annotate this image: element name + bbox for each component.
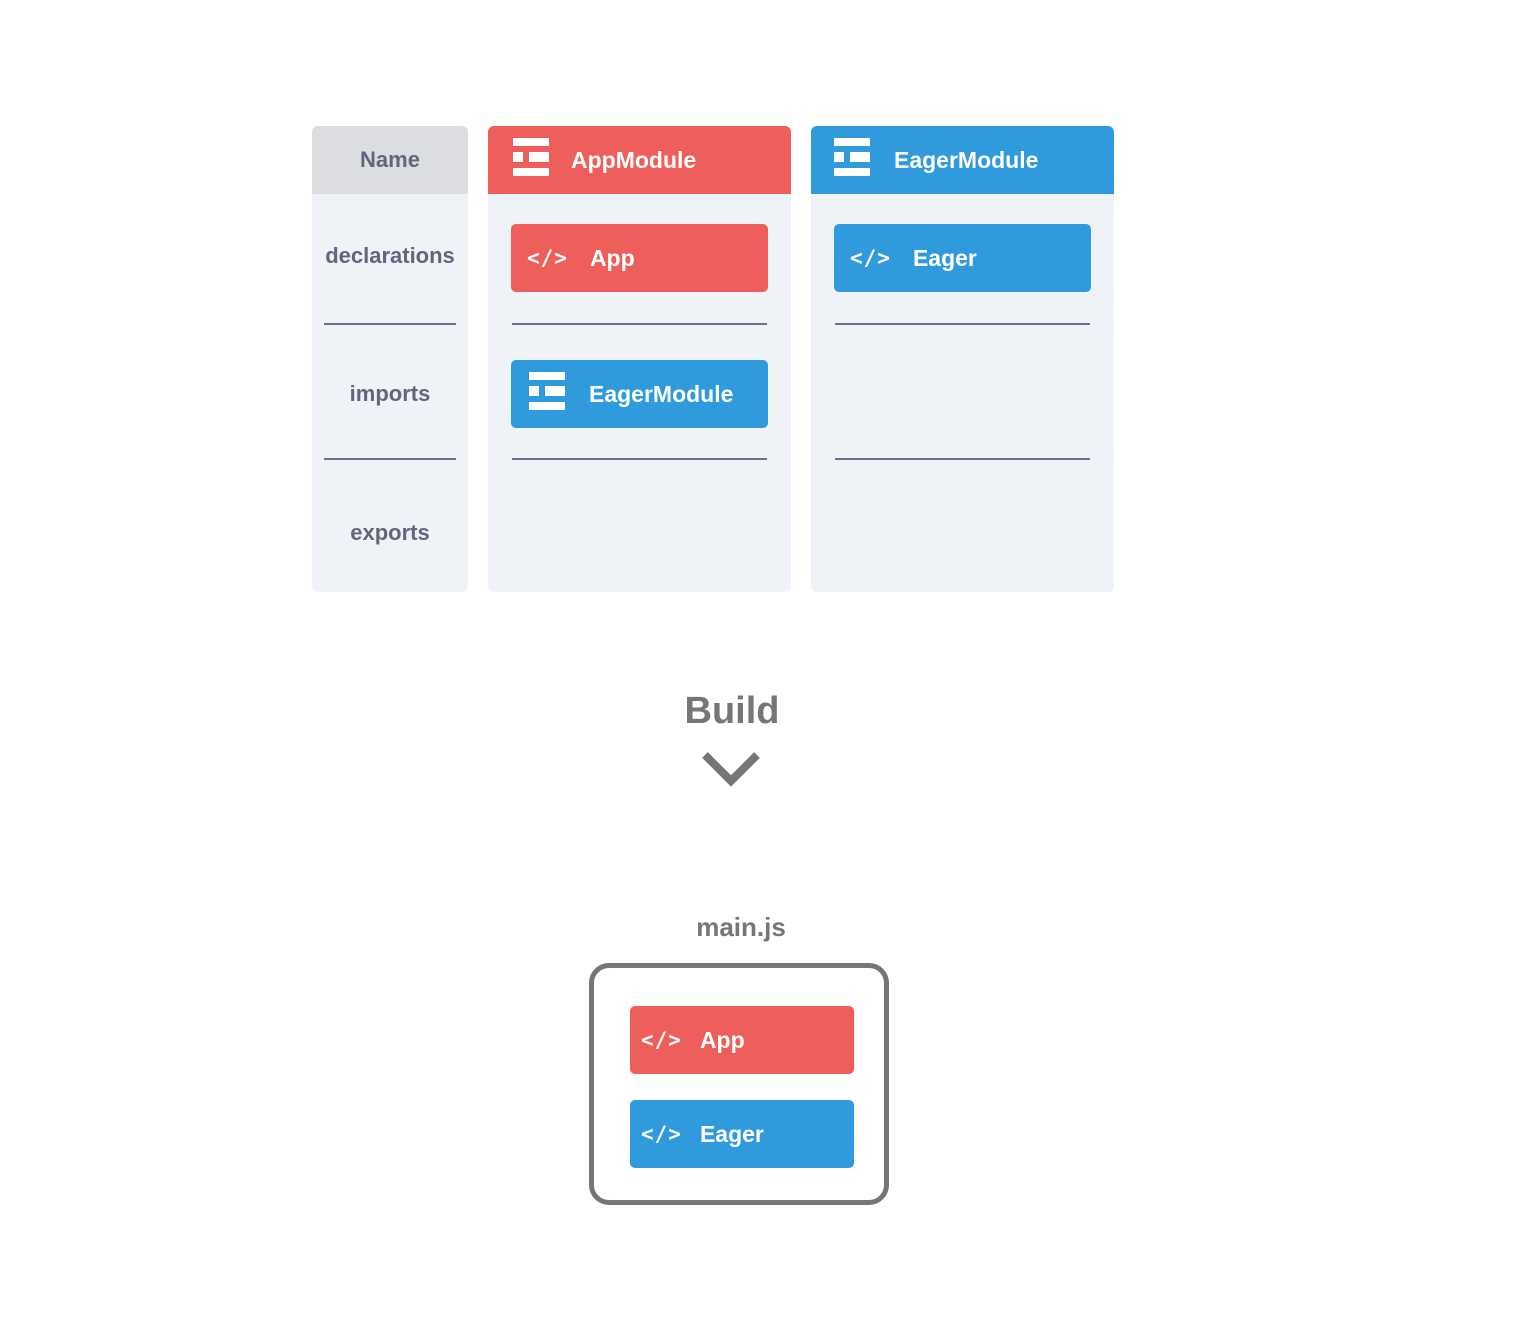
build-label: Build <box>684 690 780 732</box>
module-icon <box>513 138 549 182</box>
module-title: EagerModule <box>894 146 1039 173</box>
chip-label: Eager <box>699 1120 764 1147</box>
imports-label: imports <box>349 381 431 406</box>
chevron-down-icon <box>702 752 760 787</box>
declarations-label: declarations <box>325 243 455 268</box>
row-divider <box>324 323 456 325</box>
row-divider <box>835 458 1090 460</box>
name-header: Name <box>312 126 468 194</box>
import-chip: EagerModule <box>511 360 768 428</box>
row-divider <box>324 458 456 460</box>
row-divider <box>512 458 767 460</box>
module-title: AppModule <box>571 146 697 173</box>
code-icon: </> <box>641 1122 682 1146</box>
chip-label: App <box>589 244 635 271</box>
declaration-chip: </> App <box>511 224 768 292</box>
declaration-chip: </> Eager <box>834 224 1091 292</box>
code-icon: </> <box>850 246 891 270</box>
bundle-item: </> Eager <box>630 1100 854 1168</box>
row-labels-column: Name declarations imports exports <box>312 126 468 592</box>
eager-module-column: EagerModule </> Eager <box>811 126 1114 592</box>
chip-label: App <box>699 1026 745 1053</box>
module-icon <box>834 138 870 182</box>
module-icon <box>529 372 565 416</box>
code-icon: </> <box>641 1028 682 1052</box>
chip-label: Eager <box>912 244 977 271</box>
app-module-column: AppModule </> App EagerModule <box>488 126 791 592</box>
bundle-box: </> App </> Eager <box>589 963 889 1205</box>
app-module-header: AppModule <box>488 126 791 194</box>
exports-label: exports <box>350 520 430 545</box>
row-divider <box>512 323 767 325</box>
bundle-item: </> App <box>630 1006 854 1074</box>
row-divider <box>835 323 1090 325</box>
code-icon: </> <box>527 246 568 270</box>
bundle-filename: main.js <box>696 912 786 942</box>
chip-label: EagerModule <box>589 380 734 407</box>
eager-module-header: EagerModule <box>811 126 1114 194</box>
